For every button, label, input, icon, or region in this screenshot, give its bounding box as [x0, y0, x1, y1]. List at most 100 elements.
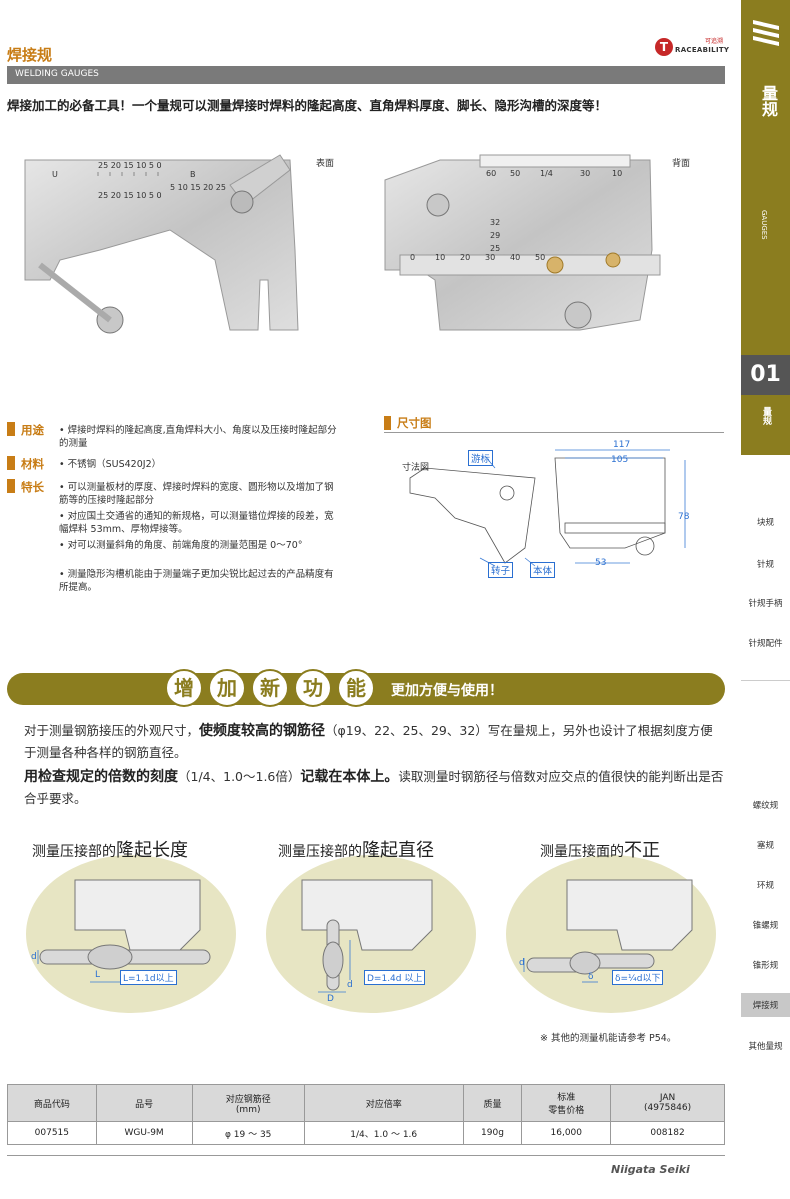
sidebar-section-block: 量规	[741, 395, 790, 455]
th-jan: JAN (4975846)	[610, 1084, 725, 1122]
sidebar-section: 量规	[761, 407, 771, 425]
dim-label-vernier: 游标	[468, 450, 494, 466]
p1-a: 对于测量钢筋接压的外观尺寸，	[24, 723, 200, 738]
th-code: 商品代码	[7, 1084, 97, 1122]
svg-text:25 20 15 10 5 0: 25 20 15 10 5 0	[98, 191, 162, 200]
td-mass: 190g	[462, 1121, 523, 1145]
th-price: 标准 零售价格	[521, 1084, 612, 1122]
svg-text:32: 32	[490, 218, 500, 227]
material-marker	[7, 456, 15, 470]
svg-text:60: 60	[486, 169, 496, 178]
sidebar-category: 量规	[759, 85, 778, 117]
dimension-section-header: 尺寸图	[384, 414, 724, 433]
sidebar-item-pin-handle[interactable]: 针规手柄	[748, 599, 783, 609]
td-ratio: 1/4、1.0 ～ 1.6	[303, 1121, 464, 1145]
dim-53: 53	[595, 558, 607, 568]
banner-char-5: 能	[337, 669, 375, 707]
traceability-small: 可追溯	[705, 38, 724, 45]
banner-char-3: 新	[251, 669, 289, 707]
page-title: 焊接规	[7, 46, 53, 64]
back-label: 背面	[672, 159, 691, 169]
illustration-title-2: 测量压接部的隆起直径	[278, 836, 434, 862]
dim-label-body: 本体	[530, 562, 556, 578]
traceability-logo: T RACEABILITY 可追溯	[655, 34, 729, 58]
th-mass: 质量	[462, 1084, 523, 1122]
paragraph-1: 对于测量钢筋接压的外观尺寸，使频度较高的钢筋径（φ19、22、25、29、32）…	[24, 720, 724, 764]
new-features-banner: 增 加 新 功 能 更加方便与使用！	[7, 669, 725, 707]
illustration-3-drawing	[523, 879, 693, 983]
p2-a: 用检查规定的倍数的刻度	[24, 769, 178, 785]
traceability-text: RACEABILITY	[675, 46, 730, 54]
table-header-row: 商品代码 品号 对应钢筋径 (mm) 对应倍率 质量 标准 零售价格 JAN (…	[7, 1084, 725, 1122]
svg-text:29: 29	[490, 231, 500, 240]
illus2-var-D: D	[327, 994, 334, 1004]
feature-4: • 测量隐形沟槽机能由于测量端子更加尖锐比起过去的产品精度有所提高。	[59, 569, 334, 593]
dim-117: 117	[613, 440, 631, 450]
paragraph-2: 用检查规定的倍数的刻度（1/4、1.0～1.6倍）记载在本体上。读取测量时钢筋径…	[24, 766, 724, 810]
svg-text:1/4: 1/4	[540, 169, 553, 178]
banner-char-4: 功	[294, 669, 332, 707]
td-jan: 008182	[610, 1121, 725, 1145]
svg-text:50: 50	[535, 253, 545, 262]
sidebar-item-other-gauges[interactable]: 其他量规	[748, 1042, 783, 1052]
svg-text:10: 10	[435, 253, 445, 262]
sidebar-chapter-number: 01	[741, 355, 790, 395]
sidebar-item-pin-gauge[interactable]: 针规	[756, 560, 774, 570]
svg-text:5 10 15 20 25: 5 10 15 20 25	[170, 183, 226, 192]
banner-char-2: 加	[208, 669, 246, 707]
subtitle-text: WELDING GAUGES	[15, 69, 99, 79]
illus1-formula: L=1.1d以上	[120, 970, 177, 985]
svg-text:30: 30	[485, 253, 495, 262]
th-model: 品号	[95, 1084, 193, 1122]
dim-78: 78	[678, 512, 690, 522]
illus1-title-b: 隆起长度	[116, 840, 188, 861]
dim-label-figure: 寸法図	[402, 463, 430, 473]
td-model: WGU-9M	[95, 1121, 193, 1145]
sidebar-item-ring-gauge[interactable]: 环规	[756, 881, 774, 891]
spec-table: 商品代码 品号 对应钢筋径 (mm) 对应倍率 质量 标准 零售价格 JAN (…	[7, 1084, 725, 1145]
svg-text:10: 10	[612, 169, 622, 178]
td-diameter: φ 19 ～ 35	[191, 1121, 305, 1145]
dimension-drawing	[409, 449, 686, 567]
th-diameter: 对应钢筋径 (mm)	[191, 1084, 305, 1122]
illus3-var-delta: δ	[588, 972, 594, 982]
svg-text:0: 0	[410, 253, 415, 262]
illus2-title-a: 测量压接部的	[278, 844, 362, 860]
p2-b: （1/4、1.0～1.6倍）	[178, 769, 301, 784]
sidebar-item-taper-thread-gauge[interactable]: 锥螺规	[752, 921, 779, 931]
illus1-var-d: d	[31, 952, 37, 962]
sidebar-item-thread-gauge[interactable]: 螺纹规	[752, 801, 779, 811]
sidebar-item-plug-gauge[interactable]: 塞规	[756, 841, 774, 851]
material-text: • 不锈钢（SUS420J2）	[59, 459, 162, 470]
usage-marker	[7, 422, 15, 436]
dim-label-rotor: 转子	[488, 562, 514, 578]
footer-divider	[7, 1155, 725, 1156]
ruler-icon	[753, 20, 779, 46]
illustration-2-drawing	[301, 879, 433, 993]
illustration-1-drawing	[37, 879, 211, 983]
dimension-marker	[384, 416, 391, 430]
reference-note: ※ 其他的测量机能请参考 P54。	[540, 1033, 677, 1044]
illus2-title-b: 隆起直径	[362, 840, 434, 861]
svg-text:30: 30	[580, 169, 590, 178]
illus3-title-a: 测量压接面的	[540, 844, 624, 860]
sidebar-item-welding-gauge[interactable]: 焊接规	[741, 993, 790, 1017]
svg-text:U: U	[52, 170, 58, 179]
svg-text:50: 50	[510, 169, 520, 178]
dimension-title: 尺寸图	[397, 416, 432, 430]
sidebar-item-pin-accessory[interactable]: 针规配件	[748, 639, 783, 649]
feature-3: • 对可以测量斜角的角度、前端角度的测量范围是 0～70°	[59, 540, 303, 551]
feature-2: • 对应国土交通省的通知的新规格，可以测量错位焊接的段差，宽幅焊料 53mm、厚…	[59, 511, 334, 535]
sidebar-category-block: 量规 GAUGES	[741, 0, 790, 355]
p2-d: 读取测量时钢筋径与倍数对应交点的值很快的能判断出是否合乎要求。	[24, 769, 724, 806]
feature-1: • 可以测量板材的厚度、焊接时焊料的宽度、圆形物以及增加了钢筋等的压接时隆起部分	[59, 482, 334, 506]
sidebar-item-taper-gauge[interactable]: 锥形规	[752, 961, 779, 971]
p2-c: 记载在本体上。	[300, 769, 399, 785]
illus1-var-l: L	[95, 970, 101, 980]
illus2-formula: D=1.4d 以上	[364, 970, 426, 985]
svg-text:B: B	[190, 170, 196, 179]
sidebar-item-block-gauge[interactable]: 块规	[756, 518, 774, 528]
illus3-formula: δ=¼d以下	[612, 970, 664, 985]
th-ratio: 对应倍率	[303, 1084, 464, 1122]
